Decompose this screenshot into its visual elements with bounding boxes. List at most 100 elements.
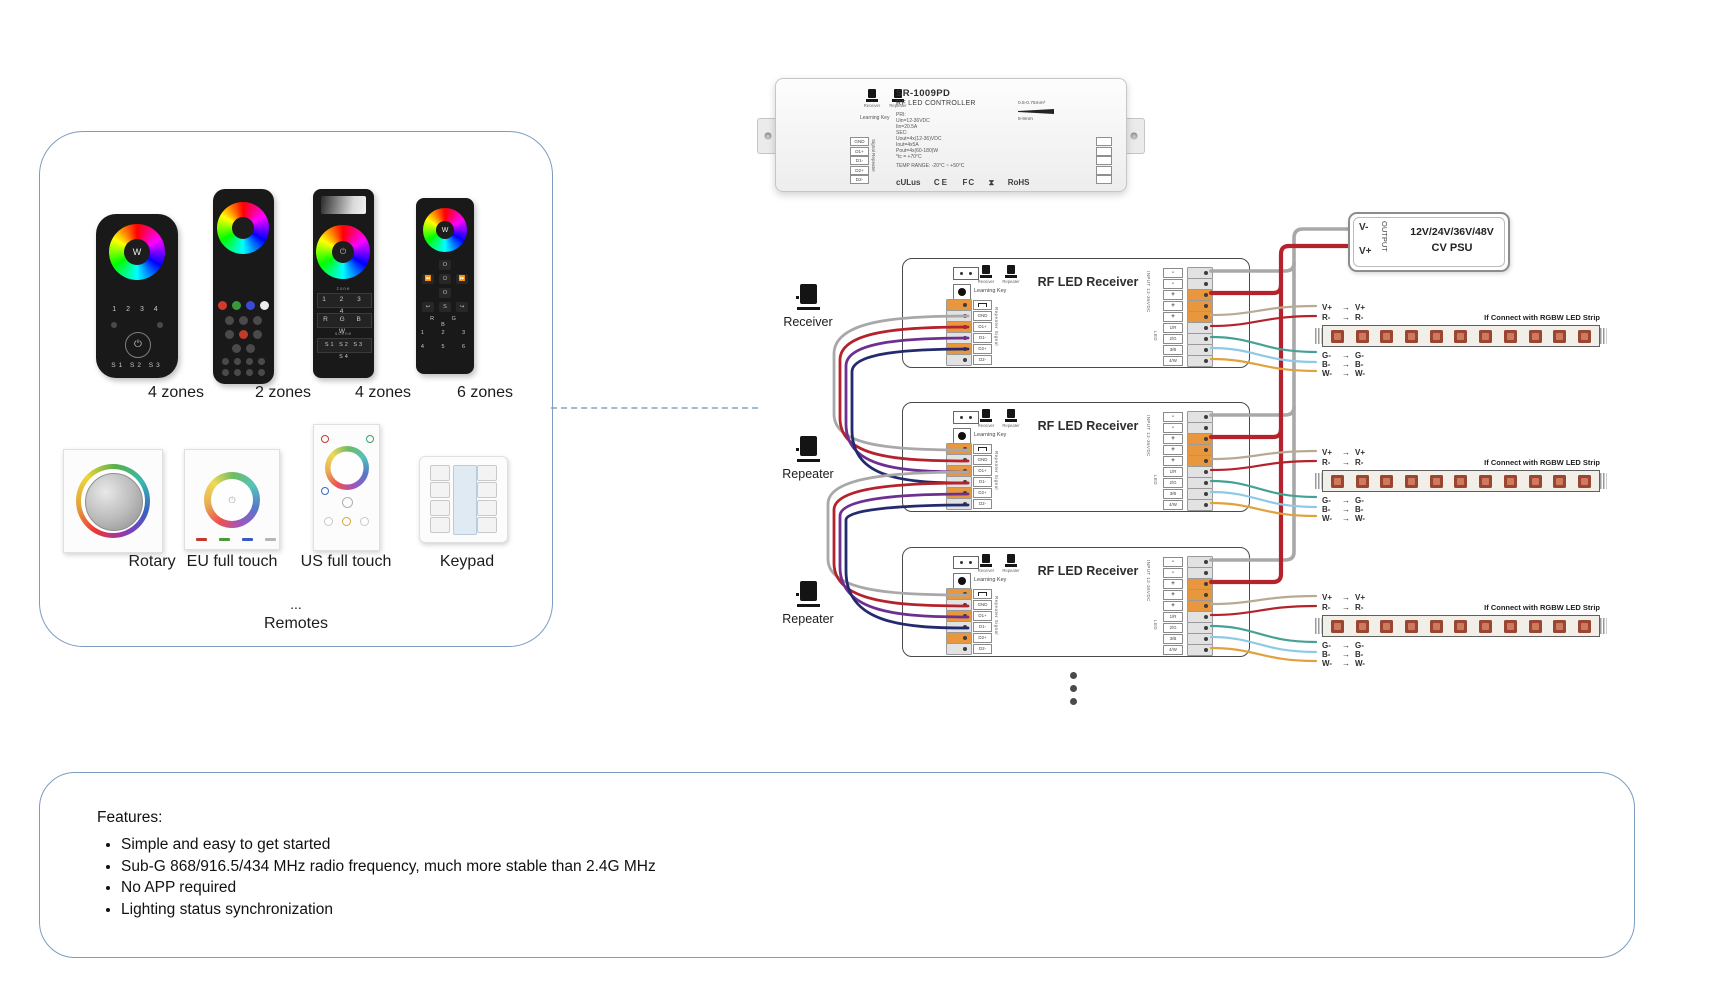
rgbw-row: R G B W <box>317 313 372 335</box>
wire-from-label: V+ <box>1322 448 1333 457</box>
wire-to-label: G- <box>1355 496 1364 505</box>
terminal-label: - <box>1163 423 1183 433</box>
touch-color-ring: ⏻ <box>204 472 260 528</box>
wheel-center-button: W <box>436 221 454 239</box>
led-chips <box>1323 616 1599 636</box>
rf-led-receiver: RF LED Receiver Receiver Repeater Learni… <box>902 547 1250 657</box>
controller-right-terminal <box>1096 156 1112 165</box>
psu-type: CV PSU <box>1431 242 1473 254</box>
terminal-label: D1- <box>973 477 992 487</box>
strip-wire-map: V+ → V+ <box>1322 448 1365 457</box>
led-chip <box>1454 474 1468 488</box>
led-chip <box>1355 329 1369 343</box>
terminal-label: D1+ <box>973 466 992 476</box>
terminal-label: D2- <box>973 644 992 654</box>
led-group-label: LED <box>1153 620 1158 631</box>
repeater-mode-button: Repeater <box>1000 554 1022 573</box>
led-chip <box>1577 329 1591 343</box>
receiver-button-label: Receiver <box>977 568 995 573</box>
controller-name: RF LED CONTROLLER <box>896 100 976 107</box>
arrow-icon: → <box>1342 641 1350 650</box>
repeater-button-icon <box>892 89 904 102</box>
repeater-button-icon <box>1005 409 1017 422</box>
wheel-center-button: W <box>124 239 150 265</box>
scene-caption: scene <box>334 331 352 336</box>
wire-from-label: B- <box>1322 360 1331 369</box>
led-chip <box>1553 474 1567 488</box>
wire-to-label: V+ <box>1355 448 1366 457</box>
strip-wire-map: G- → G- <box>1322 496 1364 505</box>
led-chip <box>1405 329 1419 343</box>
strip-note: If Connect with RGBW LED Strip <box>1484 313 1600 322</box>
remote-display <box>321 196 366 214</box>
touch-power: ⏻ <box>211 479 253 521</box>
controller-terminal-d1p: D1+ <box>850 146 869 156</box>
left-terminal <box>946 354 972 366</box>
controller-strip-length: 8-9mm <box>1018 117 1033 122</box>
terminal-label: - <box>1163 568 1183 578</box>
controller-temp-range: TEMP RANGE: -20°C ~ +50°C <box>896 163 965 169</box>
left-terminal <box>946 498 972 510</box>
psu-output-label: OUTPUT <box>1380 221 1389 252</box>
button-row: ↩S↪ <box>416 302 474 312</box>
rotary-knob <box>85 473 143 531</box>
arrow-icon: → <box>1342 448 1350 457</box>
learning-key-button <box>953 428 971 444</box>
repeater-signal-group: Repeater Signal <box>994 307 999 346</box>
repeater-button-icon <box>1005 265 1017 278</box>
led-chips <box>1323 326 1599 346</box>
remote-label: 2 zones <box>254 384 312 401</box>
strip-wire-map: R- → R- <box>1322 313 1363 322</box>
right-terminal <box>1187 499 1213 511</box>
wire-to-label: G- <box>1355 641 1364 650</box>
led-chips <box>1323 471 1599 491</box>
controller-learning-key-label: Learning Key <box>860 115 890 121</box>
arrow-icon: → <box>1342 505 1350 514</box>
button-row: O <box>416 288 474 298</box>
terminal-label: D1+ <box>973 611 992 621</box>
zone-buttons-row <box>213 344 274 353</box>
dim-buttons-row <box>96 322 178 328</box>
arrow-icon: → <box>1342 313 1350 322</box>
terminal-label: 1/R <box>1163 612 1183 622</box>
strip-wire-map: R- → R- <box>1322 603 1363 612</box>
repeater-mode-button: Repeater <box>1000 265 1022 284</box>
wire-from-label: R- <box>1322 313 1331 322</box>
strip-wire-map: W- → W- <box>1322 369 1365 378</box>
led-chip <box>1331 619 1344 633</box>
terminal-label: 1/R <box>1163 323 1183 333</box>
node-repeater-2: Repeater <box>776 581 840 626</box>
features-title: Features: <box>97 809 163 826</box>
rf-led-receiver: RF LED Receiver Receiver Repeater Learni… <box>902 258 1250 368</box>
panel-label: Rotary <box>128 553 176 570</box>
receiver-button-icon <box>980 409 992 422</box>
led-group-label: LED <box>1153 475 1158 486</box>
node-label: Repeater <box>782 467 834 481</box>
playback-row: ⏪⏻⏩ <box>416 274 474 284</box>
led-chip <box>1454 619 1468 633</box>
strip-wire-map: W- → W- <box>1322 659 1365 668</box>
learning-key-label: Learning Key <box>974 288 1007 294</box>
led-chip <box>1528 329 1542 343</box>
led-strip-bar <box>1315 325 1607 347</box>
led-group-label: LED <box>1153 331 1158 342</box>
wire-from-label: G- <box>1322 496 1331 505</box>
led-chip <box>1405 619 1419 633</box>
color-dash-red <box>196 538 207 541</box>
strip-wire-map: G- → G- <box>1322 351 1364 360</box>
wire-from-label: V+ <box>1322 303 1333 312</box>
receiver-mode-button: Receiver <box>975 265 997 284</box>
led-chip <box>1405 474 1419 488</box>
feature-item: Lighting status synchronization <box>121 899 1634 921</box>
terminal-label: D1- <box>973 622 992 632</box>
zone-caption: zone <box>336 286 351 291</box>
features-list: Simple and easy to get startedSub-G 868/… <box>121 834 1634 920</box>
power-dot <box>342 497 353 508</box>
arrow-icon: → <box>1342 369 1350 378</box>
wire-to-label: V+ <box>1355 593 1366 602</box>
terminal-label: - <box>1163 412 1183 422</box>
receiver-title: RF LED Receiver <box>1037 419 1139 433</box>
keypad-center-button <box>452 465 477 535</box>
antenna-connector <box>953 267 979 280</box>
terminal-label: + <box>1163 290 1183 300</box>
